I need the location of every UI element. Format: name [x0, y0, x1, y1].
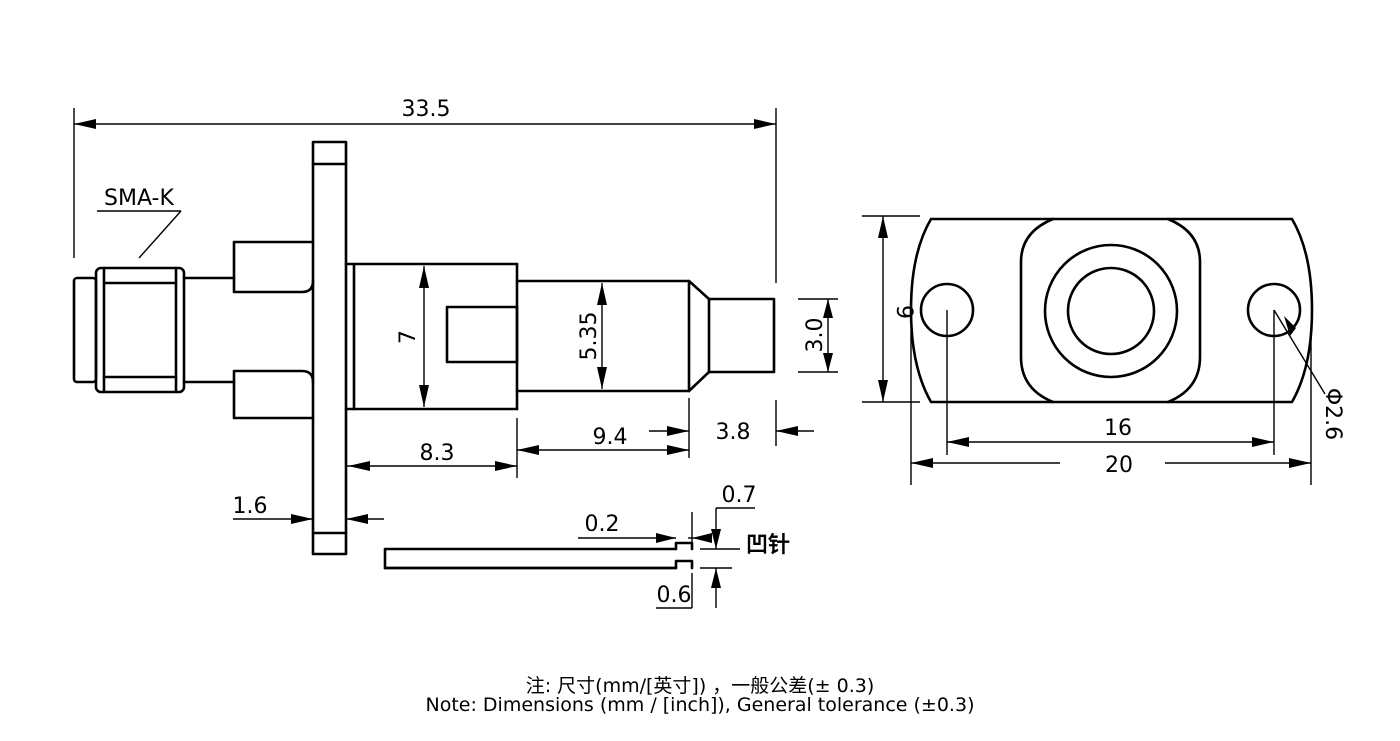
- main-body: [344, 262, 519, 411]
- pin-length-label: 3.8: [716, 420, 751, 445]
- hole-diameter-label: Φ2.6: [1320, 388, 1345, 440]
- body-diameter-label: 7: [396, 330, 421, 344]
- dim-mid-length: 9.4: [517, 398, 690, 458]
- dim-flange-width: 20: [910, 330, 1312, 485]
- pin-diameter-label: 3.0: [803, 318, 828, 353]
- recess-width-label: 0.6: [657, 583, 692, 608]
- dim-pin-section-diameter: 5.35: [577, 283, 607, 389]
- hole-spacing-label: 16: [1104, 416, 1132, 441]
- mid-length-label: 9.4: [593, 425, 628, 450]
- connector-type-label: SMA-K: [104, 186, 174, 211]
- flange-thickness-label: 1.6: [233, 494, 268, 519]
- flange-height-label: 9: [891, 305, 916, 319]
- recess-depth-label: 0.7: [722, 483, 757, 508]
- sma-k-callout: SMA-K: [97, 186, 182, 259]
- recessed-pin-detail: 0.2 0.7 0.6 凹针: [383, 483, 790, 609]
- dim-overall-length: 33.5: [73, 97, 777, 283]
- dim-pin-diameter: 3.0: [798, 298, 838, 373]
- dim-flange-height: 9: [862, 215, 920, 403]
- recess-offset-label: 0.2: [585, 512, 620, 537]
- recess-note-label: 凹针: [746, 532, 790, 558]
- dim-flange-thickness: 1.6: [233, 494, 384, 524]
- dim-hole-diameter: Φ2.6: [1273, 309, 1345, 440]
- overall-length-label: 33.5: [402, 97, 451, 122]
- front-view: 9 16 20 Φ2.6: [862, 215, 1345, 485]
- note-english: Note: Dimensions (mm / [inch]), General …: [425, 694, 975, 716]
- dim-body-diameter: 7: [396, 266, 429, 407]
- body-length-label: 8.3: [420, 441, 455, 466]
- flange-width-label: 20: [1105, 453, 1133, 478]
- side-view: 33.5 SMA-K 7 5.35 3.0: [72, 97, 838, 556]
- flange-housing: [232, 140, 348, 556]
- dim-body-length: 8.3: [345, 418, 518, 478]
- dim-pin-length: 3.8: [716, 400, 814, 446]
- pin-section: [515, 279, 776, 393]
- note-chinese: 注: 尺寸(mm/[英寸]) ，一般公差(± 0.3): [525, 675, 875, 697]
- dim-hole-spacing: 16: [946, 310, 1275, 455]
- pin-section-diameter-label: 5.35: [577, 312, 602, 361]
- sma-coupling: [72, 266, 236, 394]
